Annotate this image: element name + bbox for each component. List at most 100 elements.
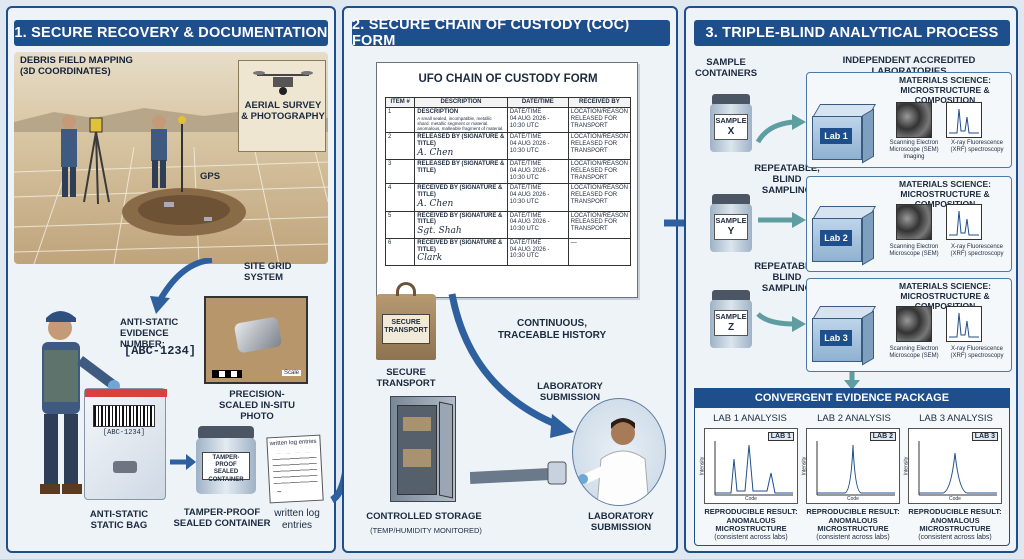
coc-cell-item-text: 5 <box>388 212 392 219</box>
sample-z-id: Z <box>727 322 735 333</box>
lab-2-building: Lab 2 <box>811 204 877 266</box>
lab-submission-bottom-label: LABORATORY SUBMISSION <box>588 511 654 533</box>
scale-bar <box>212 370 242 378</box>
lab-3-title: MATERIALS SCIENCE: MICROSTRUCTURE & COMP… <box>899 281 991 311</box>
coc-cell-datetime-text: 04 AUG 2026 - 10:30 UTC <box>509 115 550 129</box>
coc-form: UFO CHAIN OF CUSTODY FORM ITEM # DESCRIP… <box>376 62 638 298</box>
coc-cell-received-text: LOCATION/REASON <box>570 185 628 192</box>
coc-cell-description-text: RELEASED BY (SIGNATURE & TITLE) <box>417 161 505 175</box>
lab-3-spectrum: LAB 3 Intensity Code <box>903 428 1002 504</box>
coc-col-received: RECEIVED BY <box>567 97 632 108</box>
storage-cabinet <box>390 396 456 502</box>
coc-cell-item-text: 6 <box>388 239 392 246</box>
coc-cell-item: 1 <box>384 106 416 134</box>
sample-x-id: X <box>727 126 735 137</box>
bag-caption: ANTI-STATIC STATIC BAG <box>89 509 149 531</box>
lab-1-sem-caption: Scanning Electron Microscope (SEM) imagi… <box>889 140 939 160</box>
coc-table: ITEM # DESCRIPTION DATE/TIME RECEIVED BY… <box>384 97 632 266</box>
scale-label: Scale <box>282 370 302 376</box>
coc-cell-received-text: RELEASED FOR TRANSPORT <box>570 219 618 233</box>
lab-3-sem-image <box>896 306 932 342</box>
surveyor-2 <box>151 115 186 192</box>
secure-transport-caption: SECURE TRANSPORT <box>376 367 436 389</box>
coc-cell-received-text: — <box>570 239 577 246</box>
coc-cell-item: 3 <box>384 159 416 185</box>
coc-cell-received-text: RELEASED FOR TRANSPORT <box>570 115 618 129</box>
site-grid-label: SITE GRID SYSTEM <box>244 261 292 283</box>
coc-cell-received: — <box>567 237 632 266</box>
lab-1-analysis-title: LAB 1 ANALYSIS <box>713 413 787 424</box>
coc-col-description: DESCRIPTION <box>414 97 508 108</box>
lab-2-xrf-plot <box>946 204 982 240</box>
bag-fragment <box>113 461 137 473</box>
lab-1-spectrum: LAB 1 Intensity Code <box>699 428 798 504</box>
continuous-history-label: CONTINUOUS, TRACEABLE HISTORY <box>497 318 607 341</box>
coc-cell-description-text: DESCRIPTION <box>417 108 459 115</box>
coc-cell-item: 6 <box>384 237 416 266</box>
lab-3-sem-caption: Scanning Electron Microscope (SEM) <box>889 346 939 359</box>
bag-code: [ABC-1234] <box>102 429 145 437</box>
coc-cell-received-text: RELEASED FOR TRANSPORT <box>570 192 618 206</box>
bag-tag: SECURE TRANSPORT <box>382 314 430 344</box>
lab-3-building: Lab 3 <box>811 304 877 366</box>
container-label: TAMPER-PROOF SEALED CONTAINER <box>202 452 250 483</box>
coc-row: 6 RECEIVED BY (SIGNATURE & TITLE)Clark DAT… <box>384 237 632 266</box>
lab-2-name: Lab 2 <box>820 230 852 246</box>
lab-3-xlabel: Code <box>949 496 961 502</box>
flow-arrow-6 <box>844 372 860 390</box>
lab-3-xrf-plot <box>946 306 982 342</box>
coc-form-title: UFO CHAIN OF CUSTODY FORM <box>418 73 598 85</box>
lab-2-xrf-caption: X-ray Fluorescence (XRF) spectroscopy <box>950 244 1004 257</box>
coc-cell-datetime-text: 04 AUG 2026 - 10:30 UTC <box>509 246 550 260</box>
evidence-number-label: ANTI-STATIC EVIDENCE NUMBER: <box>120 317 179 350</box>
lab-2-result: REPRODUCIBLE RESULT: ANOMALOUS MICROSTRU… <box>806 507 900 534</box>
sealed-container: TAMPER-PROOF SEALED CONTAINER <box>196 426 256 494</box>
lab-1-xlabel: Code <box>745 496 757 502</box>
lab-3-note: (consistent across labs) <box>918 534 992 541</box>
lab-3-analysis-title: LAB 3 ANALYSIS <box>919 413 993 424</box>
aerial-survey-label: AERIAL SURVEY & PHOTOGRAPHY <box>241 100 325 122</box>
coc-cell-received-text: LOCATION/REASON <box>570 161 628 168</box>
sample-z-label: SAMPLE <box>715 312 747 321</box>
lab-submission-top-label: LABORATORY SUBMISSION <box>537 381 603 403</box>
coc-cell-item: 4 <box>384 183 416 212</box>
lab-1-xrf-caption: X-ray Fluorescence (XRF) spectroscopy <box>950 140 1004 153</box>
photo-caption: PRECISION-SCALED IN-SITU PHOTO <box>219 389 295 422</box>
coc-cell-item: 5 <box>384 210 416 239</box>
coc-col-item: ITEM # <box>384 97 416 108</box>
blind-sampling-label-2: REPEATABLE, BLIND SAMPLING <box>754 261 820 294</box>
lab-1-name: Lab 1 <box>820 128 852 144</box>
lab-3-spectrum-line <box>918 441 997 496</box>
sample-containers-label: SAMPLE CONTAINERS <box>694 57 758 79</box>
aerial-inset: AERIAL SURVEY & PHOTOGRAPHY <box>238 60 326 152</box>
log-title: written log entries <box>269 438 317 448</box>
surveyor-1 <box>61 115 77 197</box>
coc-cell-datetime-text: DATE/TIME <box>509 108 542 115</box>
coc-cell-received-text: RELEASED FOR TRANSPORT <box>570 141 618 155</box>
lab-1-sem-image <box>896 102 932 138</box>
coc-cell-item-text: 3 <box>388 161 392 168</box>
lab-2-sem-caption: Scanning Electron Microscope (SEM) <box>889 244 939 257</box>
flow-arrow-1 <box>150 258 213 314</box>
evidence-number: [ABC-1234] <box>124 344 197 358</box>
coc-cell-description-text: RECEIVED BY (SIGNATURE & TITLE) <box>417 239 503 253</box>
lab-2-spectrum-line <box>816 441 895 496</box>
sample-y-id: Y <box>727 226 735 237</box>
coc-cell-description-text: RELEASED BY (SIGNATURE & TITLE) <box>417 134 505 148</box>
coc-cell-description-text: Clark <box>417 253 443 264</box>
panel-3-title: 3. TRIPLE-BLIND ANALYTICAL PROCESS <box>694 20 1010 46</box>
lab-3-spectrum-tag: LAB 3 <box>971 432 998 441</box>
lab-2-sem-image <box>896 204 932 240</box>
